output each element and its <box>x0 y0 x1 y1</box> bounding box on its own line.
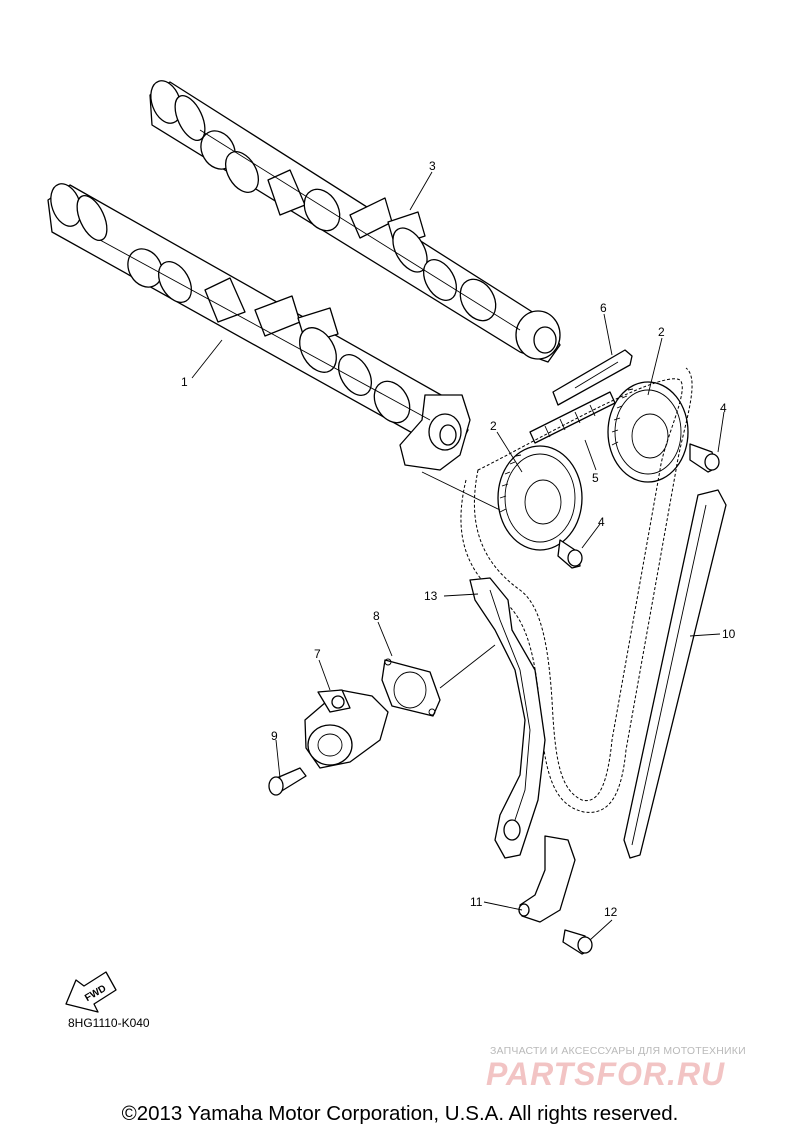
callout-13: 13 <box>424 589 438 603</box>
callout-2-right: 2 <box>658 325 665 339</box>
callout-7: 7 <box>314 647 321 661</box>
callout-1: 1 <box>181 375 188 389</box>
bolt-tensioner <box>268 767 307 796</box>
callout-labels: 1 2 2 3 4 4 5 6 7 8 9 10 11 12 13 <box>181 159 736 919</box>
timing-chain <box>473 378 683 802</box>
bolt-sprocket-right <box>689 443 720 473</box>
bolt-sprocket-left <box>557 539 583 569</box>
callout-12: 12 <box>604 905 618 919</box>
callout-8: 8 <box>373 609 380 623</box>
bolt-bracket <box>562 929 593 955</box>
callout-4-left: 4 <box>598 515 605 529</box>
callout-6: 6 <box>600 301 607 315</box>
chain-guide-right <box>623 489 727 859</box>
callout-3: 3 <box>429 159 436 173</box>
callout-11: 11 <box>470 895 483 909</box>
camshaft-lower <box>47 183 471 471</box>
tensioner-bracket <box>519 835 576 923</box>
chain-tensioner <box>304 689 389 769</box>
sprocket-right <box>607 381 689 483</box>
tensioner-gasket <box>381 658 441 717</box>
callout-10: 10 <box>722 627 736 641</box>
diagram-code: 8HG1110-K040 <box>68 1016 150 1030</box>
callout-4-right: 4 <box>720 401 727 415</box>
chain-tensioner-guide <box>469 577 546 859</box>
callout-9: 9 <box>271 729 278 743</box>
callout-2-left: 2 <box>490 419 497 433</box>
callout-5: 5 <box>592 471 599 485</box>
sprocket-left <box>497 445 583 551</box>
watermark-tagline: ЗАПЧАСТИ И АКСЕССУАРЫ ДЛЯ МОТОТЕХНИКИ <box>490 1045 746 1057</box>
fwd-arrow: FWD <box>65 971 117 1013</box>
camshaft-upper <box>149 80 561 363</box>
chain-links <box>529 391 616 444</box>
leader-lines <box>191 171 725 941</box>
watermark-logo: PARTSFOR.RU <box>486 1056 726 1092</box>
copyright-text: ©2013 Yamaha Motor Corporation, U.S.A. A… <box>121 1102 679 1125</box>
